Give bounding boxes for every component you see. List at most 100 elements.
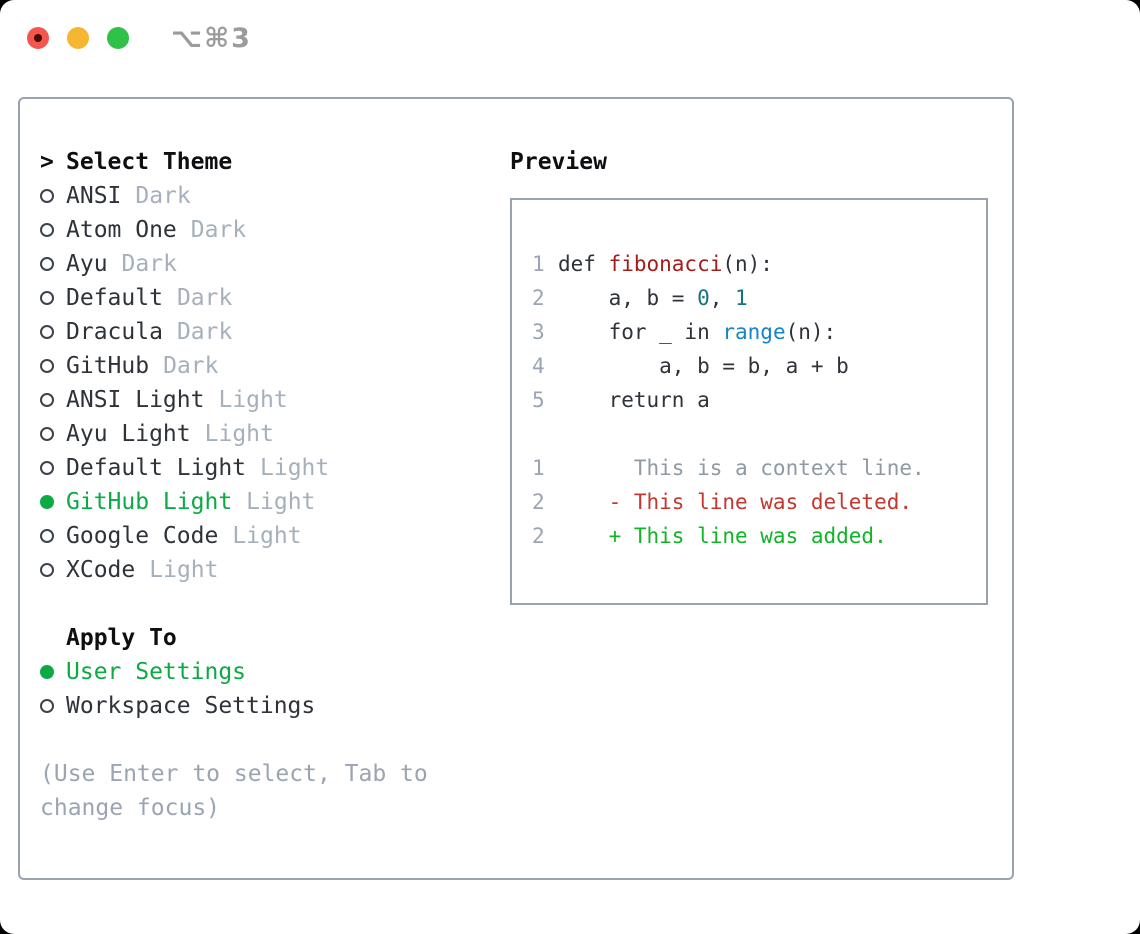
select-theme-header: > Select Theme	[40, 145, 510, 179]
radio-marker	[40, 563, 66, 577]
theme-name: ANSI	[66, 183, 122, 209]
apply-option-label: User Settings	[66, 659, 247, 685]
code-line: 4 a, b = b, a + b	[532, 349, 986, 383]
theme-variant-label: Dark	[190, 217, 247, 243]
spacer	[40, 587, 510, 621]
cursor-marker: >	[40, 149, 66, 175]
theme-option-github-light-light[interactable]: GitHub Light Light	[40, 485, 510, 519]
code-line	[532, 417, 986, 451]
theme-name: ANSI Light	[66, 387, 205, 413]
preview-title: Preview	[510, 149, 607, 175]
theme-name: Ayu Light	[66, 421, 191, 447]
close-button[interactable]	[27, 27, 49, 49]
theme-name: Default	[66, 285, 163, 311]
theme-variant-label: Light	[218, 387, 288, 413]
theme-variant-label: Light	[149, 557, 219, 583]
token-plain: ,	[709, 286, 736, 310]
code-line: 2 a, b = 0, 1	[532, 281, 986, 315]
theme-name: Dracula	[66, 319, 163, 345]
token-context: This is a context line.	[558, 456, 925, 480]
code-line: 3 for _ in range(n):	[532, 315, 986, 349]
radio-unselected-icon	[40, 291, 54, 305]
code-text: - This line was deleted.	[558, 490, 912, 514]
radio-marker	[40, 529, 66, 543]
line-number: 3	[532, 320, 545, 344]
theme-variant-label: Dark	[121, 251, 177, 277]
radio-unselected-icon	[40, 529, 54, 543]
radio-unselected-icon	[40, 189, 54, 203]
keyboard-shortcut-label: ⌥⌘3	[171, 22, 252, 54]
theme-option-ansi-dark[interactable]: ANSI Dark	[40, 179, 510, 213]
token-plain: (n):	[785, 320, 837, 344]
theme-option-default-dark[interactable]: Default Dark	[40, 281, 510, 315]
token-added: + This line was added.	[558, 524, 887, 548]
token-deleted: - This line was deleted.	[558, 490, 913, 514]
line-number: 1	[532, 456, 545, 480]
cursor-arrow-icon: >	[40, 149, 54, 175]
line-number: 2	[532, 490, 545, 514]
token-plain: def	[558, 252, 609, 276]
theme-variant-label: Light	[260, 455, 330, 481]
code-line: 2 + This line was added.	[532, 519, 986, 553]
line-number: 5	[532, 388, 545, 412]
theme-name: Default Light	[66, 455, 247, 481]
radio-marker	[40, 189, 66, 203]
radio-unselected-icon	[40, 563, 54, 577]
theme-option-default-light-light[interactable]: Default Light Light	[40, 451, 510, 485]
code-text: return a	[558, 388, 710, 412]
token-plain: return a	[558, 388, 710, 412]
token-number: 0	[697, 286, 710, 310]
token-builtin: range	[722, 320, 786, 344]
radio-unselected-icon	[40, 461, 54, 475]
radio-marker	[40, 699, 66, 713]
theme-option-ansi-light-light[interactable]: ANSI Light Light	[40, 383, 510, 417]
token-number: 1	[735, 286, 748, 310]
code-text: + This line was added.	[558, 524, 887, 548]
hint-text: (Use Enter to select, Tab to change focu…	[40, 761, 428, 821]
theme-name: GitHub Light	[66, 489, 233, 515]
line-number: 4	[532, 354, 545, 378]
radio-unselected-icon	[40, 359, 54, 373]
code-line: 1 This is a context line.	[532, 451, 986, 485]
select-theme-title: Select Theme	[66, 149, 233, 175]
token-function: fibonacci	[608, 252, 723, 276]
radio-marker	[40, 257, 66, 271]
radio-marker	[40, 665, 66, 679]
theme-variant-label: Light	[246, 489, 316, 515]
theme-name: Ayu	[66, 251, 108, 277]
radio-marker	[40, 495, 66, 509]
radio-unselected-icon	[40, 223, 54, 237]
apply-option-workspace-settings[interactable]: Workspace Settings	[40, 689, 510, 723]
theme-option-xcode-light[interactable]: XCode Light	[40, 553, 510, 587]
radio-marker	[40, 223, 66, 237]
radio-marker	[40, 393, 66, 407]
zoom-button[interactable]	[107, 27, 129, 49]
apply-to-header: Apply To	[40, 621, 510, 655]
apply-option-user-settings[interactable]: User Settings	[40, 655, 510, 689]
apply-to-title: Apply To	[66, 625, 177, 651]
code-text: a, b = b, a + b	[558, 354, 849, 378]
theme-variant-label: Light	[232, 523, 302, 549]
code-text: This is a context line.	[558, 456, 925, 480]
code-text: def fibonacci(n):	[558, 252, 773, 276]
theme-name: XCode	[66, 557, 136, 583]
radio-selected-icon	[40, 665, 54, 679]
theme-option-ayu-dark[interactable]: Ayu Dark	[40, 247, 510, 281]
minimize-button[interactable]	[67, 27, 89, 49]
radio-marker	[40, 325, 66, 339]
theme-variant-label: Dark	[135, 183, 191, 209]
spacer	[40, 723, 510, 757]
theme-variant-label: Dark	[176, 285, 233, 311]
